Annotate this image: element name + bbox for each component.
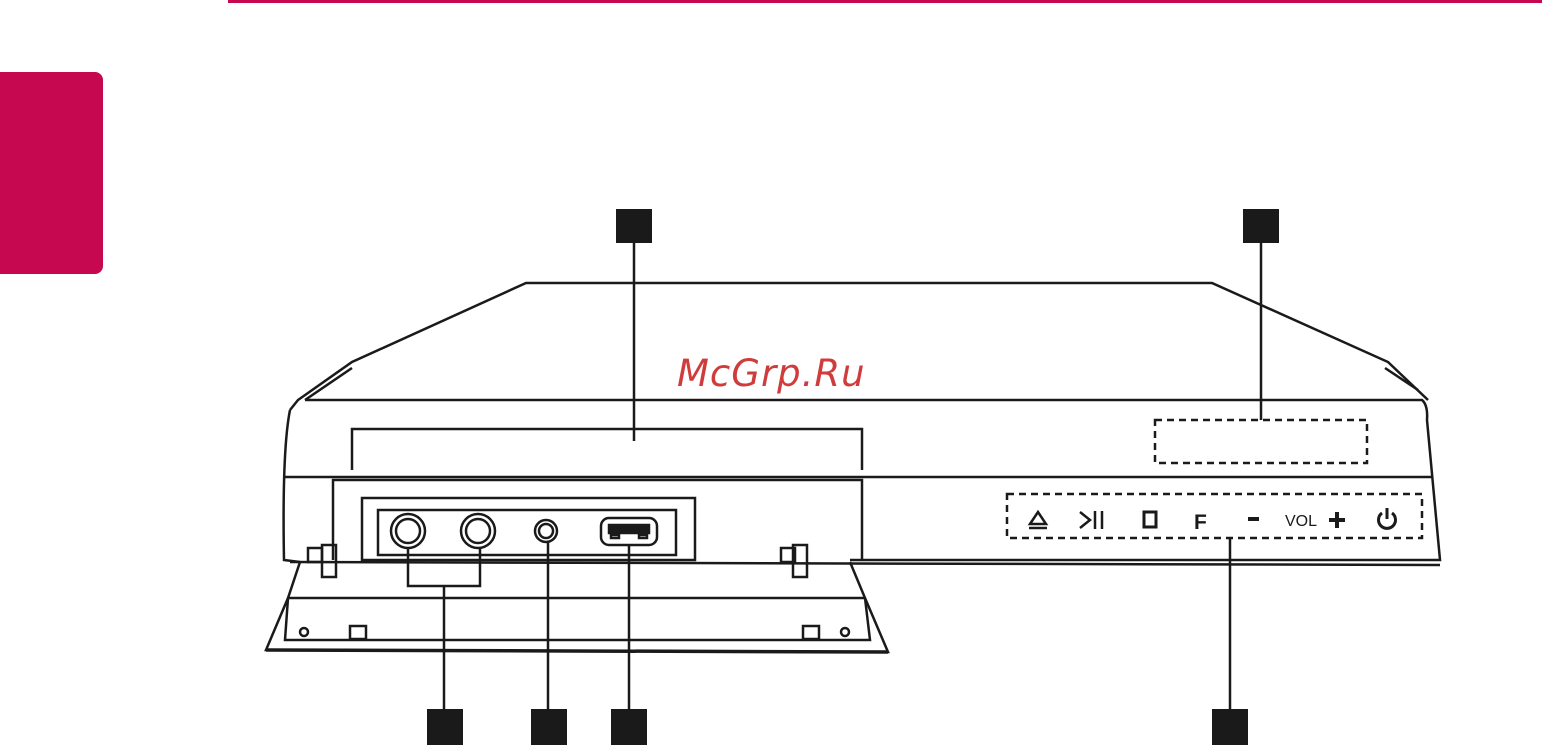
volume-label: VOL xyxy=(1285,513,1317,530)
usb-port-icon[interactable] xyxy=(601,518,657,545)
mic-jack-icon[interactable] xyxy=(391,514,425,548)
callout-box xyxy=(1212,709,1248,745)
stop-icon[interactable] xyxy=(1144,512,1156,527)
function-f-icon[interactable]: F xyxy=(1194,511,1207,534)
eject-icon[interactable] xyxy=(1029,512,1047,528)
audio-jack-icon[interactable] xyxy=(535,520,557,542)
plus-icon[interactable] xyxy=(1329,512,1345,528)
control-buttons: F VOL xyxy=(1029,508,1396,534)
callout-box xyxy=(611,709,647,745)
callout-box xyxy=(1243,209,1279,243)
callout-box xyxy=(616,209,652,243)
callout-box xyxy=(427,709,463,745)
port-group xyxy=(391,514,657,548)
callout-box xyxy=(531,709,567,745)
minus-icon[interactable] xyxy=(1248,517,1259,521)
mic-jack-icon[interactable] xyxy=(461,514,495,548)
play-pause-icon[interactable] xyxy=(1080,511,1102,529)
watermark: McGrp.Ru xyxy=(677,352,866,395)
power-icon[interactable] xyxy=(1379,508,1396,528)
